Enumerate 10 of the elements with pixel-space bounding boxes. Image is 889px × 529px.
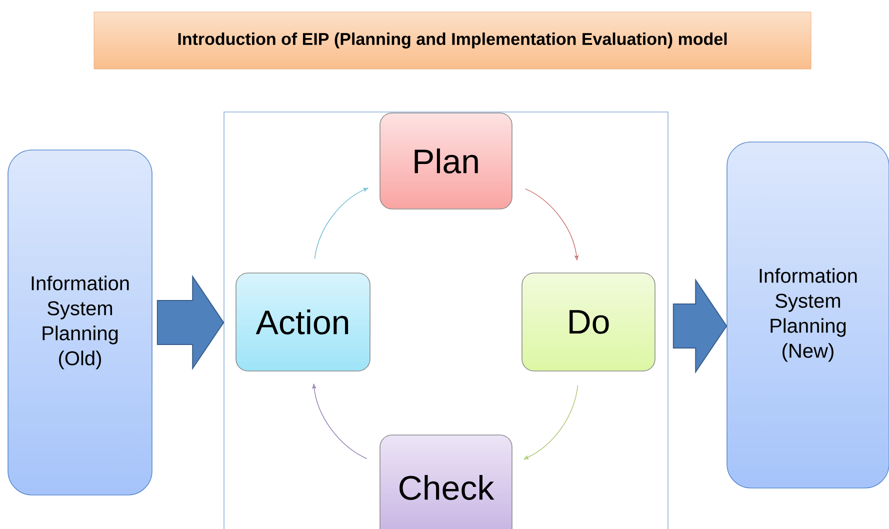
block-arrow: [156, 274, 224, 370]
step-box: Do: [522, 272, 656, 372]
info-box: Information System Planning (Old): [8, 150, 152, 496]
frame-box: [224, 112, 668, 529]
title-banner: Introduction of EIP (Planning and Implementation Evaluation) model: [94, 12, 812, 70]
info-box: Information System Planning (New): [726, 142, 889, 488]
block-arrow: [672, 278, 728, 374]
step-box: Plan: [380, 112, 512, 210]
step-box: Check: [380, 434, 512, 529]
step-box: Action: [236, 272, 370, 372]
